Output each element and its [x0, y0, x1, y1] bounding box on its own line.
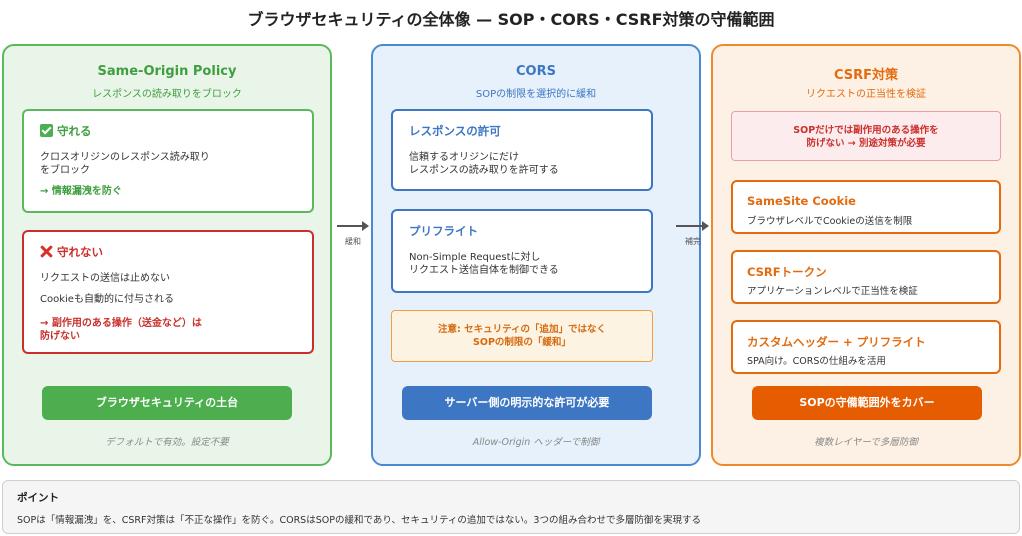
page-title: ブラウザセキュリティの全体像 — SOP・CORS・CSRF対策の守備範囲 — [247, 10, 775, 29]
cors-title: CORS — [516, 64, 556, 79]
cors-allow-text: 信頼するオリジンにだけ レスポンスの読み取りを許可する — [409, 152, 559, 176]
check-icon — [40, 124, 53, 137]
csrf-samesite-text: ブラウザレベルでCookieの送信を制限 — [747, 216, 913, 227]
point-heading: ポイント — [17, 492, 59, 504]
sop-protects-card: 守れる クロスオリジンのレスポンス読み取り をブロック → 情報漏洩を防ぐ — [22, 109, 314, 213]
point-text: SOPは「情報漏洩」を、CSRF対策は「不正な操作」を防ぐ。CORSはSOPの緩… — [17, 515, 701, 526]
arrow-label-complement: 補完 — [685, 237, 701, 246]
cors-preflight-heading: プリフライト — [409, 224, 478, 238]
sop-not-protects-heading-text: 守れない — [57, 245, 103, 259]
cors-preflight-text: Non-Simple Requestに対し リクエスト送信自体を制御できる — [409, 252, 559, 276]
csrf-token-text: アプリケーションレベルで正当性を検証 — [747, 286, 918, 297]
sop-not-protects-line2: Cookieも自動的に付与される — [40, 294, 174, 305]
csrf-samesite-card: SameSite Cookie ブラウザレベルでCookieの送信を制限 — [731, 180, 1001, 234]
arrow-right-icon — [337, 221, 369, 231]
sop-not-protects-card: 守れない リクエストの送信は止めない Cookieも自動的に付与される → 副作… — [22, 230, 314, 354]
cors-preflight-card: プリフライト Non-Simple Requestに対し リクエスト送信自体を制… — [391, 209, 653, 293]
sop-not-protects-heading: 守れない — [40, 244, 103, 260]
cors-warning-note: 注意: セキュリティの「追加」ではなく SOPの制限の「緩和」 — [391, 310, 653, 362]
csrf-subtitle: リクエストの正当性を検証 — [806, 89, 926, 100]
sop-foundation-button[interactable]: ブラウザセキュリティの土台 — [42, 386, 292, 420]
csrf-footer: 複数レイヤーで多層防御 — [814, 437, 918, 448]
csrf-custom-header-card: カスタムヘッダー + プリフライト SPA向け。CORSの仕組みを活用 — [731, 320, 1001, 374]
cors-footer: Allow-Origin ヘッダーで制御 — [472, 437, 600, 448]
cors-panel: CORS SOPの制限を選択的に緩和 レスポンスの許可 信頼するオリジンにだけ … — [371, 44, 701, 466]
csrf-token-card: CSRFトークン アプリケーションレベルで正当性を検証 — [731, 250, 1001, 304]
csrf-custom-header-text: SPA向け。CORSの仕組みを活用 — [747, 356, 886, 367]
sop-protects-text: クロスオリジンのレスポンス読み取り をブロック — [40, 152, 210, 176]
csrf-panel: CSRF対策 リクエストの正当性を検証 SOPだけでは副作用のある操作を 防げな… — [711, 44, 1021, 466]
cors-allow-heading: レスポンスの許可 — [409, 124, 501, 138]
arrow-label-relax: 緩和 — [345, 237, 361, 246]
arrow-right-icon — [676, 221, 709, 231]
sop-protects-result: → 情報漏洩を防ぐ — [40, 186, 122, 197]
cors-subtitle: SOPの制限を選択的に緩和 — [475, 89, 597, 100]
csrf-title: CSRF対策 — [833, 68, 899, 83]
sop-protects-heading-text: 守れる — [57, 124, 92, 138]
cors-allow-card: レスポンスの許可 信頼するオリジンにだけ レスポンスの読み取りを許可する — [391, 109, 653, 191]
csrf-token-heading: CSRFトークン — [747, 265, 827, 279]
point-box: ポイント SOPは「情報漏洩」を、CSRF対策は「不正な操作」を防ぐ。CORSは… — [2, 480, 1020, 534]
sop-subtitle: レスポンスの読み取りをブロック — [92, 89, 242, 100]
sop-title: Same-Origin Policy — [97, 64, 237, 79]
csrf-warning-note: SOPだけでは副作用のある操作を 防げない → 別途対策が必要 — [731, 111, 1001, 161]
csrf-custom-header-heading: カスタムヘッダー + プリフライト — [747, 335, 926, 349]
csrf-samesite-heading: SameSite Cookie — [747, 194, 856, 208]
cors-server-permission-button[interactable]: サーバー側の明示的な許可が必要 — [402, 386, 652, 420]
sop-not-protects-line1: リクエストの送信は止めない — [40, 273, 170, 284]
cross-icon — [40, 245, 53, 258]
sop-not-protects-result: → 副作用のある操作（送金など）は 防げない — [40, 318, 202, 342]
sop-protects-heading: 守れる — [40, 123, 92, 139]
csrf-cover-button[interactable]: SOPの守備範囲外をカバー — [752, 386, 982, 420]
sop-panel: Same-Origin Policy レスポンスの読み取りをブロック 守れる ク… — [2, 44, 332, 466]
sop-footer: デフォルトで有効。設定不要 — [105, 437, 229, 448]
